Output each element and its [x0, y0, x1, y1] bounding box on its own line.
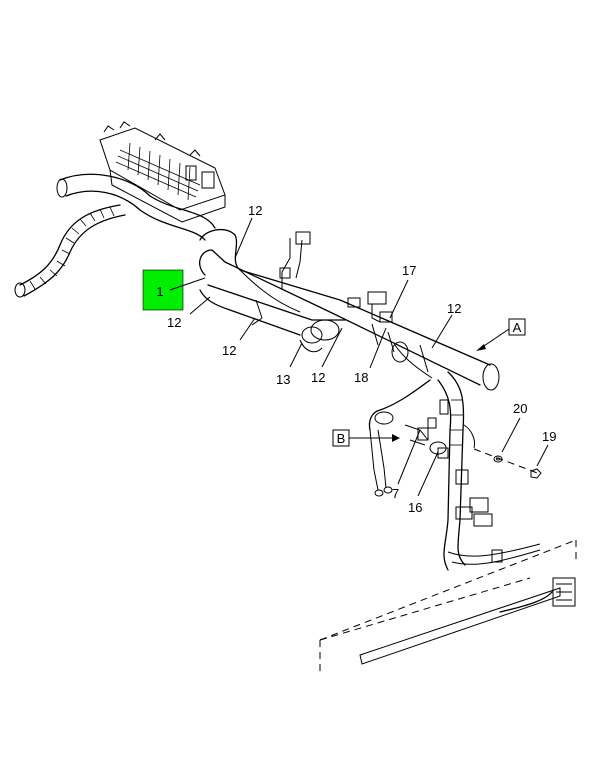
callout-17: 17 [402, 263, 416, 278]
view-a-label: A [513, 320, 522, 335]
view-a-marker: A [476, 318, 526, 351]
callout-12-e: 12 [447, 301, 461, 316]
callout-numbers: 12 12 12 13 12 18 17 12 20 19 7 16 [167, 203, 556, 515]
callout-13: 13 [276, 372, 290, 387]
corrugated-conduit-left [14, 173, 216, 298]
view-b-label: B [337, 431, 346, 446]
callout-12-a: 12 [248, 203, 262, 218]
callout-16: 16 [408, 500, 422, 515]
callout-18: 18 [354, 370, 368, 385]
callout-19: 19 [542, 429, 556, 444]
washer-nut [473, 448, 542, 479]
callout-12-d: 12 [311, 370, 325, 385]
callout-20: 20 [513, 401, 527, 416]
right-branch [437, 371, 541, 571]
top-connectors [279, 231, 393, 323]
callout-7: 7 [392, 486, 399, 501]
ground-leads [368, 379, 447, 497]
main-harness [199, 228, 500, 391]
callout-12-c: 12 [222, 343, 236, 358]
fuse-block [99, 121, 226, 223]
callout-12-b: 12 [167, 315, 181, 330]
callout-1-label: 1 [156, 284, 163, 299]
view-b-marker: B [332, 429, 400, 447]
callout-1-highlight[interactable]: 1 [142, 269, 206, 311]
detail-box [319, 539, 577, 672]
callout-leaders [189, 217, 549, 497]
